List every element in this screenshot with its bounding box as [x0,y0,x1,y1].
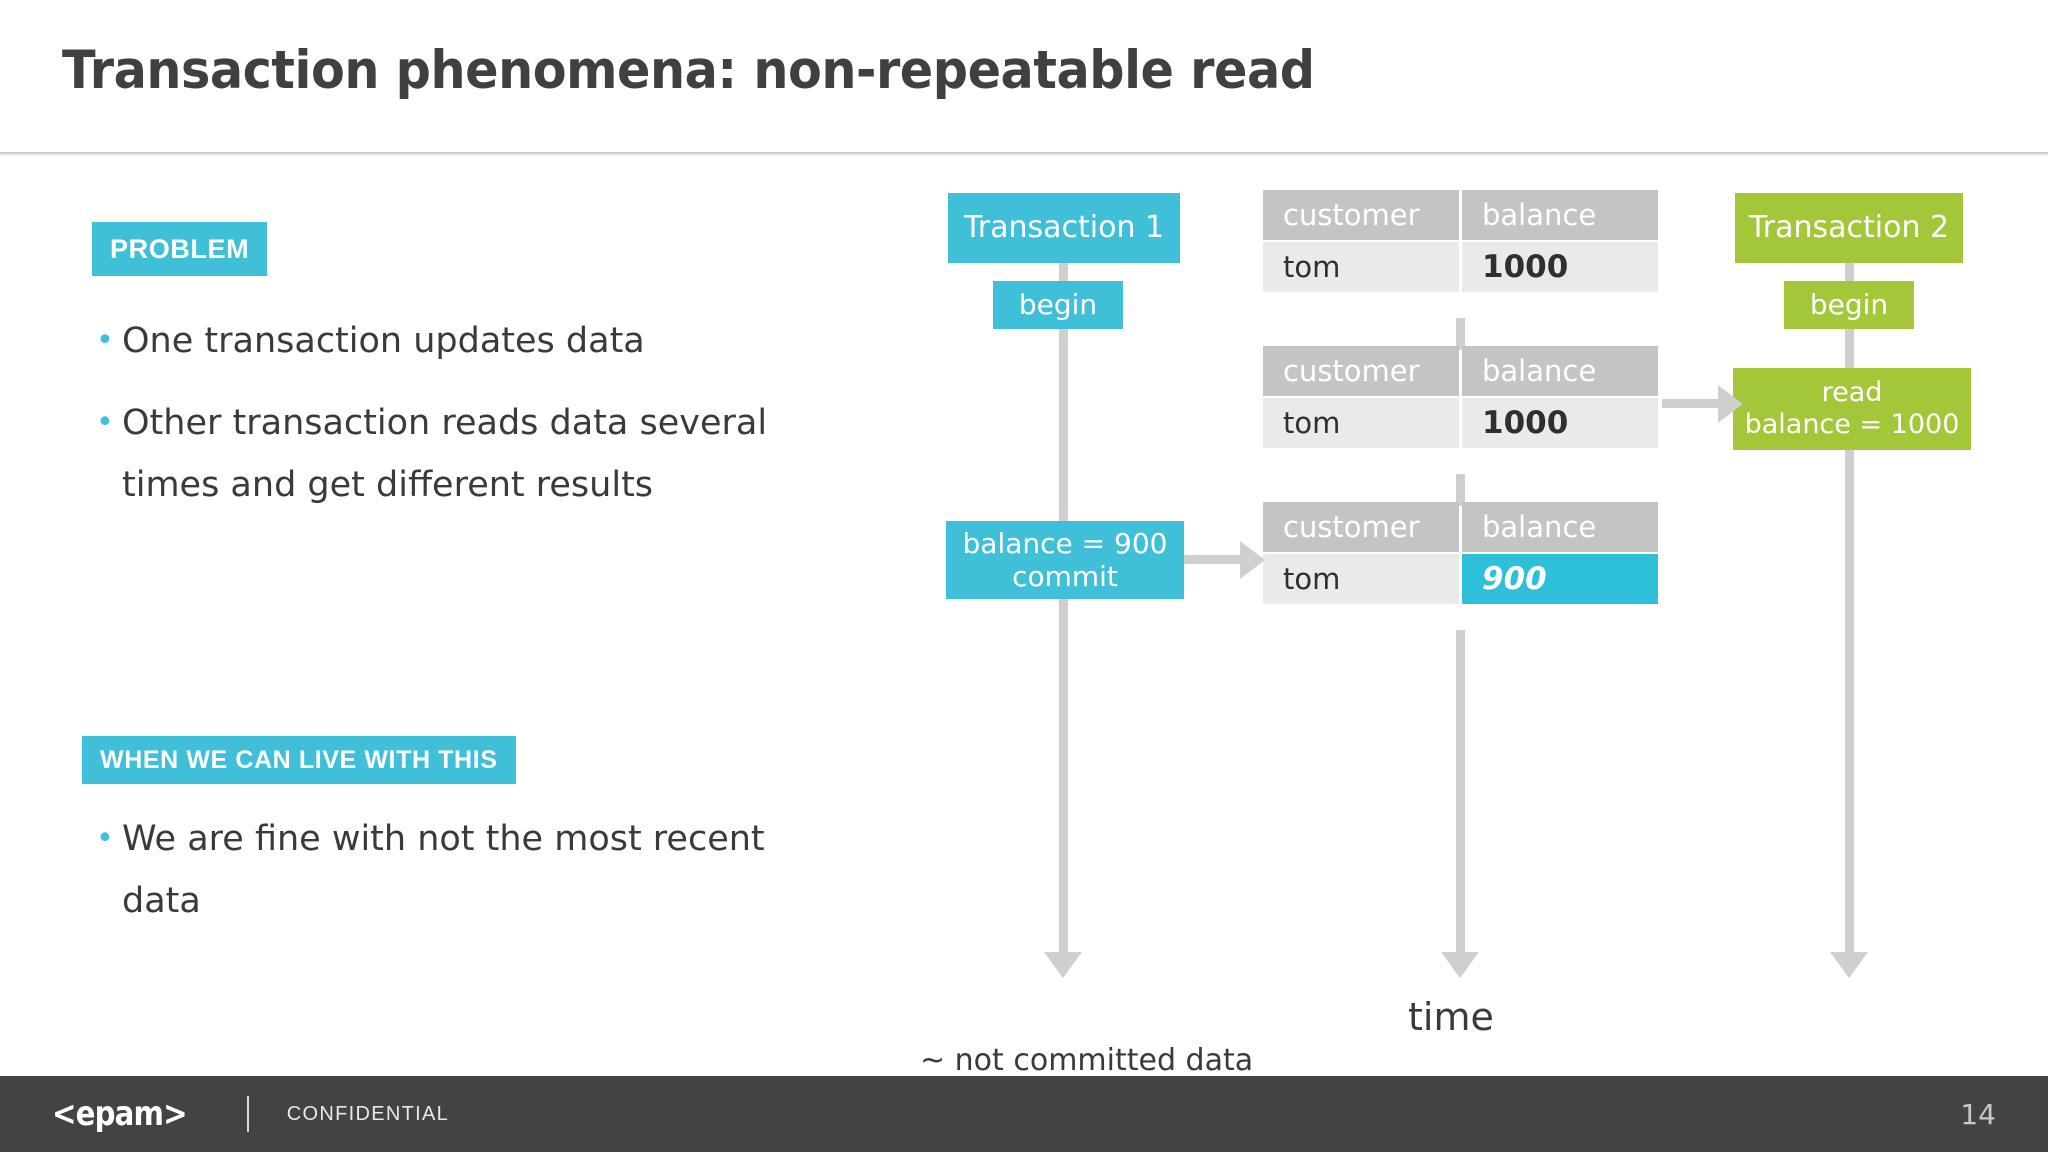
data-timeline-segment [1456,630,1465,958]
table-cell-balance: 1000 [1462,398,1658,448]
transaction1-commit-line2: commit [1012,560,1118,593]
table-header-customer: customer [1263,502,1459,552]
list-item-label: Other transaction reads data several tim… [122,403,768,505]
footer-divider [246,1096,249,1132]
data-timeline-arrowhead [1441,952,1479,978]
list-item-label: One transaction updates data [122,321,645,361]
data-timeline-segment [1456,474,1465,506]
not-committed-note: ~ not committed data [920,1043,1254,1078]
footer-bar: <epam> CONFIDENTIAL 14 [0,1076,2048,1152]
table-cell-customer: tom [1263,242,1459,292]
data-table-1: customer balance tom 1000 [1263,190,1658,292]
transaction1-commit-box[interactable]: balance = 900 commit [946,521,1184,599]
bullet-dot-icon: • [96,405,114,440]
table-header-customer: customer [1263,190,1459,240]
transaction2-read-box[interactable]: read balance = 1000 [1733,368,1971,450]
list-item: • One transaction updates data [96,310,645,372]
table2-to-read-arrowhead [1718,385,1743,423]
list-item: • We are fine with not the most recent d… [96,808,802,932]
data-table-2: customer balance tom 1000 [1263,346,1658,448]
commit-to-table3-connector [1184,555,1246,564]
bullet-dot-icon: • [96,323,114,358]
table-header-customer: customer [1263,346,1459,396]
transaction1-timeline [1059,258,1068,958]
table-header-balance: balance [1462,502,1658,552]
transaction1-timeline-arrowhead [1044,952,1082,978]
transaction1-title-box[interactable]: Transaction 1 [948,193,1180,263]
live-with-this-badge: WHEN WE CAN LIVE WITH THIS [82,736,516,784]
transaction2-read-line2: balance = 1000 [1744,409,1960,440]
bullet-dot-icon: • [96,821,114,856]
title-divider [0,152,2048,156]
transaction2-title-box[interactable]: Transaction 2 [1735,193,1963,263]
transaction2-timeline [1845,258,1854,958]
list-item: • Other transaction reads data several t… [96,392,802,516]
data-table-3: customer balance tom 900 [1263,502,1658,604]
table-header-balance: balance [1462,190,1658,240]
table-cell-balance-highlighted: 900 [1462,554,1658,604]
table2-to-read-connector [1662,399,1724,408]
page-title: Transaction phenomena: non-repeatable re… [62,40,1315,101]
transaction1-begin-box[interactable]: begin [993,281,1123,329]
table-cell-customer: tom [1263,398,1459,448]
transaction2-timeline-arrowhead [1830,952,1868,978]
epam-logo: <epam> [52,1094,188,1134]
title-bar: Transaction phenomena: non-repeatable re… [0,0,2048,155]
list-item-label: We are fine with not the most recent dat… [122,819,765,921]
table-cell-balance: 1000 [1462,242,1658,292]
table-cell-customer: tom [1263,554,1459,604]
transaction1-commit-line1: balance = 900 [962,526,1168,560]
commit-to-table3-arrowhead [1240,541,1265,579]
problem-badge: PROBLEM [92,222,268,276]
data-timeline-segment [1456,318,1465,350]
page-number: 14 [1960,1097,1996,1131]
transaction2-begin-box[interactable]: begin [1784,281,1914,329]
time-axis-label: time [1408,995,1494,1039]
transaction2-read-line1: read [1821,377,1883,409]
confidential-label: CONFIDENTIAL [286,1102,450,1125]
table-header-balance: balance [1462,346,1658,396]
